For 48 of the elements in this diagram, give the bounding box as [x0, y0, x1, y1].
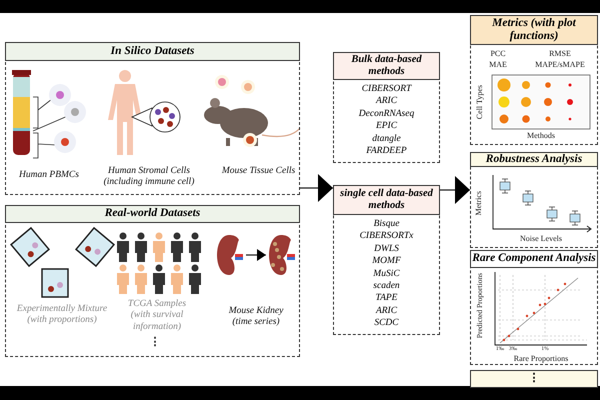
arrow: [246, 249, 266, 261]
method-name: MuSiC: [372, 268, 401, 280]
section-panel: [470, 250, 598, 365]
method-name: ARIC: [374, 95, 398, 108]
method-name: MOMF: [371, 255, 402, 268]
axis-label: MAPE/sMAPE: [535, 61, 585, 69]
section-header: Rare Component Analysis: [470, 250, 598, 268]
dataset-caption: Mouse Kidney (time series): [220, 306, 292, 332]
section-header: Metrics (with plot functions): [470, 15, 598, 45]
method-list-box: [333, 52, 440, 163]
method-name: dtangle: [371, 132, 402, 146]
axis-label: PCC: [490, 50, 506, 58]
section-header: Robustness Analysis: [470, 152, 598, 167]
method-name: DWLS: [373, 242, 400, 256]
arrow: [440, 176, 470, 204]
method-name: FARDEEP: [365, 145, 408, 158]
axis-label: RMSE: [549, 50, 571, 58]
method-name: Bisque: [372, 218, 400, 230]
dataset-caption: Human PBMCs: [9, 170, 89, 184]
section-header: single cell data-based methods: [333, 185, 440, 215]
section-header: Bulk data-based methods: [333, 52, 440, 80]
axis-label: Cell Types: [476, 84, 484, 120]
method-name: CIBERSORTx: [358, 230, 414, 243]
section-header: In Silico Datasets: [5, 42, 300, 61]
method-name: TAPE: [374, 292, 398, 305]
axis-label: Methods: [527, 132, 555, 140]
dataset-caption: Mouse Tissue Cells: [221, 166, 296, 192]
method-name: DeconRNAseq: [358, 108, 416, 120]
continuation-box: ⋮: [470, 370, 598, 388]
method-name: SCDC: [373, 317, 400, 330]
method-name: ARIC: [374, 304, 398, 318]
section-panel: [470, 15, 598, 145]
axis-label: MAE: [489, 61, 507, 69]
axis-label: Rare Proportions: [514, 355, 568, 363]
axis-label: Metrics: [475, 190, 483, 216]
method-list-box: [333, 185, 440, 335]
ellipsis-label: ⋮: [150, 337, 160, 348]
method-name: scaden: [372, 280, 401, 292]
method-name: CIBERSORT: [360, 83, 413, 96]
section-header: Real-world Datasets: [5, 205, 300, 223]
section-panel: [5, 42, 300, 195]
section-panel: [5, 205, 300, 357]
dataset-caption: Human Stromal Cells (including immune cell): [93, 166, 205, 192]
dataset-caption: Experimentally Mixture (with proportions): [7, 304, 117, 330]
axis-label: Noise Levels: [520, 235, 562, 243]
method-name: EPIC: [374, 120, 398, 133]
arrow: [300, 174, 334, 202]
section-panel: [470, 152, 598, 248]
